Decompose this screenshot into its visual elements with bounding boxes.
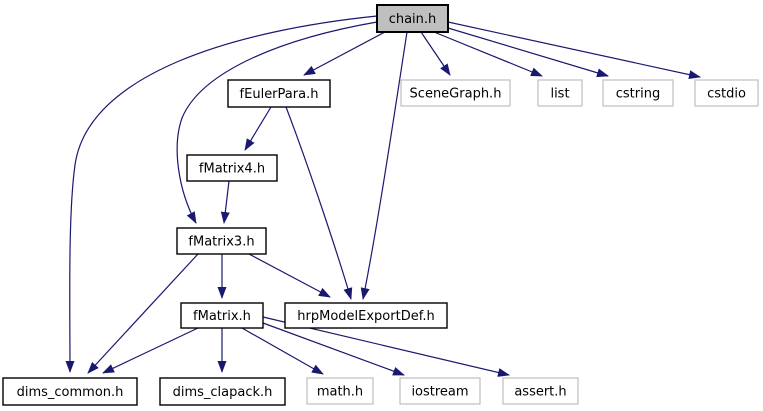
node-box[interactable] [176, 227, 267, 255]
node-label: hrpModelExportDef.h [297, 309, 434, 324]
edge-fmatrix3-h-to-dims-common-h [87, 253, 199, 374]
node-label: SceneGraph.h [410, 87, 502, 102]
node-box[interactable] [227, 79, 331, 108]
node-box [400, 79, 511, 107]
node-iostream: iostream [399, 377, 481, 405]
node-box [537, 79, 583, 107]
node-box[interactable] [2, 377, 138, 406]
edge-fmatrix3-h-to-hrpmodelexportdef-h [248, 253, 331, 298]
edge-fmatrix-h-to-math-h [241, 327, 324, 375]
node-box [399, 377, 481, 405]
node-math-h: math.h [306, 377, 374, 405]
node-label: dims_common.h [17, 385, 124, 400]
node-label: cstdio [707, 87, 746, 102]
edge-chain-h-to-feulerpara-h [303, 31, 386, 76]
edge-chain-h-to-cstring [447, 27, 609, 78]
edge-chain-h-to-list [433, 31, 543, 77]
node-label: assert.h [514, 385, 566, 400]
edge-feulerpara-h-to-fmatrix4-h [244, 106, 272, 151]
node-label: fEulerPara.h [240, 87, 319, 102]
node-label: chain.h [389, 12, 437, 27]
edge-chain-h-to-scenegraph-h [420, 31, 451, 76]
node-box[interactable] [186, 154, 278, 182]
node-label: list [550, 87, 569, 102]
node-scenegraph-h: SceneGraph.h [400, 79, 511, 107]
node-box [602, 79, 674, 107]
node-chain-h: chain.h [376, 4, 449, 33]
node-box [306, 377, 374, 405]
node-fmatrix4-h[interactable]: fMatrix4.h [186, 154, 278, 182]
node-box[interactable] [180, 302, 264, 329]
edge-fmatrix-h-to-dims-common-h [102, 327, 199, 374]
node-feulerpara-h[interactable]: fEulerPara.h [227, 79, 331, 108]
node-label: fMatrix3.h [188, 235, 254, 250]
edge-chain-h-to-dims-common-h [65, 15, 378, 373]
node-label: cstring [616, 87, 660, 102]
node-fmatrix3-h[interactable]: fMatrix3.h [176, 227, 267, 255]
edge-chain-h-to-cstdio [447, 21, 701, 80]
node-fmatrix-h[interactable]: fMatrix.h [180, 302, 264, 329]
node-box [502, 377, 579, 405]
edge-fmatrix4-h-to-fmatrix3-h [220, 180, 230, 224]
node-list: list [537, 79, 583, 107]
node-cstdio: cstdio [694, 79, 759, 107]
node-label: dims_clapack.h [173, 385, 273, 400]
node-label: fMatrix4.h [199, 162, 265, 177]
node-box [376, 4, 449, 33]
edge-feulerpara-h-to-hrpmodelexportdef-h [285, 106, 353, 300]
edge-chain-h-to-hrpmodelexportdef-h [360, 31, 408, 300]
node-assert-h: assert.h [502, 377, 579, 405]
edge-fmatrix-h-to-iostream [262, 322, 405, 376]
node-label: math.h [317, 385, 363, 400]
node-cstring: cstring [602, 79, 674, 107]
edge-chain-h-to-fmatrix3-h [176, 21, 378, 224]
node-dims-common-h[interactable]: dims_common.h [2, 377, 138, 406]
node-dims-clapack-h[interactable]: dims_clapack.h [159, 377, 286, 406]
node-box[interactable] [159, 377, 286, 406]
node-box[interactable] [284, 302, 448, 329]
node-label: fMatrix.h [193, 309, 251, 324]
node-label: iostream [411, 385, 468, 400]
node-hrpmodelexportdef-h[interactable]: hrpModelExportDef.h [284, 302, 448, 329]
node-box [694, 79, 759, 107]
